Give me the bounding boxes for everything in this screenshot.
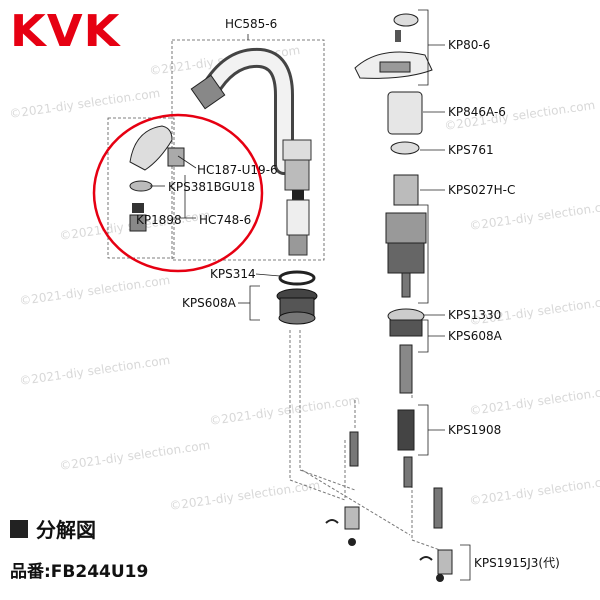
- label-kps381: KPS381BGU18: [168, 180, 255, 194]
- watermark-text: ©2021-diy selection.com: [8, 86, 161, 121]
- label-hc585: HC585-6: [225, 17, 277, 31]
- label-kps608a-right: KPS608A: [448, 329, 503, 343]
- caption-title: 分解図: [36, 518, 96, 542]
- label-kps1915: KPS1915J3(代): [474, 556, 560, 570]
- spout-illustration: [190, 47, 312, 256]
- sprayhead-group-box: [107, 117, 175, 259]
- label-kp1898: KP1898: [136, 213, 182, 227]
- cartridge-stack-illustration: [325, 13, 453, 582]
- label-kps1330: KPS1330: [448, 308, 501, 322]
- label-kps761: KPS761: [448, 143, 494, 157]
- diagram-caption: 分解図: [10, 514, 96, 543]
- label-kps027h: KPS027H-C: [448, 183, 515, 197]
- watermark-text: ©2021-diy selection.com: [18, 353, 171, 388]
- watermark-text: ©2021-diy selection.com: [58, 438, 211, 473]
- watermark-text: ©2021-diy selection.com: [208, 393, 361, 428]
- leader-lines: [150, 9, 471, 581]
- kvk-logo: KVK: [10, 6, 121, 57]
- label-kp846a: KP846A-6: [448, 105, 506, 119]
- label-kps608a-left: KPS608A: [182, 296, 237, 310]
- watermark-text: ©2021-diy selection.com: [468, 383, 600, 418]
- left-rings-illustration: [276, 270, 318, 325]
- highlight-ellipse: [92, 113, 264, 273]
- label-kp80: KP80-6: [448, 38, 490, 52]
- watermark-text: ©2021-diy selection.com: [168, 478, 321, 513]
- model-number: 品番:FB244U19: [10, 562, 149, 582]
- part-labels: HC585-6 HC187-U19-6 KPS381BGU18 KP1898 H…: [136, 17, 560, 570]
- label-kps1908: KPS1908: [448, 423, 501, 437]
- label-hc748: HC748-6: [199, 213, 251, 227]
- watermark-text: ©2021-diy selection.com: [468, 198, 600, 233]
- watermark-text: ©2021-diy selection.com: [18, 273, 171, 308]
- watermark-text: ©2021-diy selection.com: [468, 473, 600, 508]
- caption-square-icon: [10, 519, 28, 538]
- hose-lines: [289, 330, 441, 551]
- label-kps314: KPS314: [210, 267, 256, 281]
- label-hc187: HC187-U19-6: [197, 163, 278, 177]
